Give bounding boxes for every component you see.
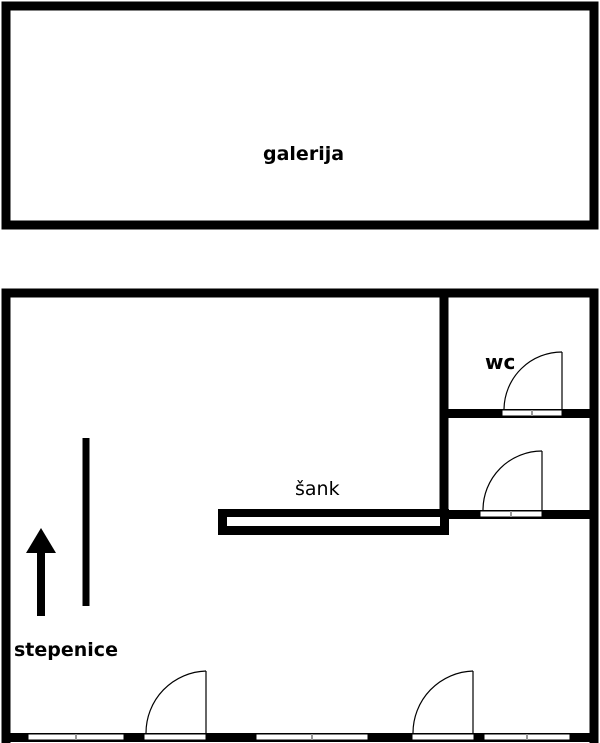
gallery-outline — [1, 1, 599, 230]
door-opening — [143, 733, 207, 741]
door-swing-icon — [482, 450, 543, 511]
stairs-label: stepenice — [14, 639, 118, 661]
door-opening — [411, 733, 475, 741]
arrow-up-icon — [26, 528, 56, 616]
wc-label: wc — [485, 350, 516, 374]
door-swing-icon — [145, 670, 207, 734]
wc-wall — [444, 409, 594, 418]
door-swing-icon — [503, 351, 563, 410]
gallery-label: galerija — [263, 143, 345, 165]
bottom-wall — [2, 733, 598, 742]
room-wall — [444, 510, 594, 519]
door-swing-icon — [412, 670, 474, 734]
bar-label: šank — [295, 478, 340, 500]
bar-counter — [218, 509, 449, 535]
